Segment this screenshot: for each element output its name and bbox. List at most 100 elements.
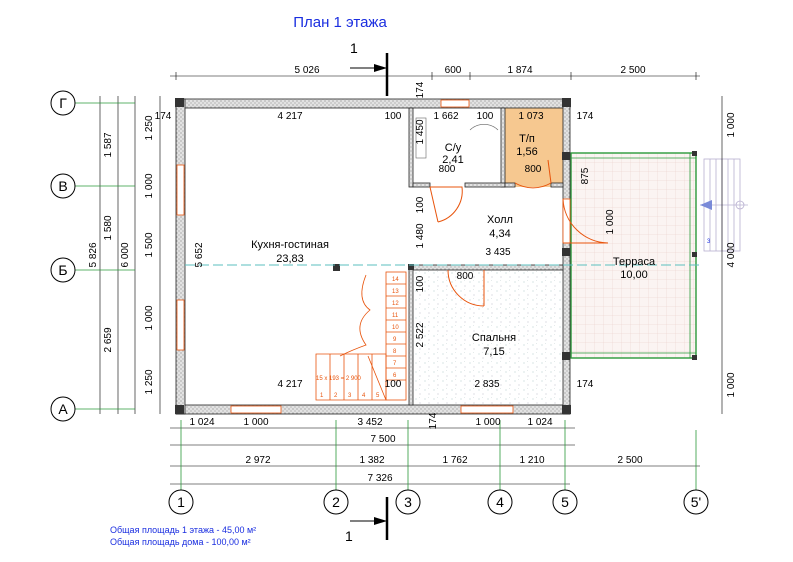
axis-ticks xyxy=(75,102,697,490)
svg-text:100: 100 xyxy=(477,111,494,122)
bottom-dimensions-row2: 2 972 1 382 1 762 1 210 2 500 7 326 xyxy=(245,455,642,484)
room-bedroom-name: Спальня xyxy=(472,332,516,344)
right-dimensions: 1 000 4 000 1 000 xyxy=(726,112,737,397)
axis-label-5prime: 5' xyxy=(691,494,701,510)
svg-text:100: 100 xyxy=(415,196,426,213)
svg-text:800: 800 xyxy=(439,164,456,175)
axis-label-4: 4 xyxy=(496,494,504,510)
svg-text:875: 875 xyxy=(580,167,591,184)
svg-text:3 435: 3 435 xyxy=(485,247,510,258)
svg-text:1 024: 1 024 xyxy=(189,417,214,428)
room-terrace-name: Терраса xyxy=(613,256,656,268)
svg-text:1: 1 xyxy=(345,528,353,544)
svg-text:100: 100 xyxy=(415,275,426,292)
svg-text:4 000: 4 000 xyxy=(726,242,737,267)
bottom-dimensions-row1: 1 024 1 000 3 452 1 000 1 024 7 500 xyxy=(189,417,552,445)
svg-text:1 000: 1 000 xyxy=(605,209,616,234)
svg-text:1 250: 1 250 xyxy=(144,369,155,394)
svg-text:2 835: 2 835 xyxy=(474,379,499,390)
svg-text:1 762: 1 762 xyxy=(442,455,467,466)
room-kitchen-name: Кухня-гостиная xyxy=(251,239,329,251)
axis-label-2: 2 xyxy=(332,494,340,510)
svg-text:4: 4 xyxy=(362,393,366,399)
room-bedroom-area: 7,15 xyxy=(483,346,504,358)
svg-text:1 024: 1 024 xyxy=(527,417,552,428)
svg-text:11: 11 xyxy=(392,313,399,319)
walls xyxy=(175,98,571,415)
svg-text:100: 100 xyxy=(385,111,402,122)
svg-text:5 652: 5 652 xyxy=(194,242,205,267)
room-terrace-area: 10,00 xyxy=(620,269,648,281)
svg-text:800: 800 xyxy=(457,271,474,282)
svg-text:1: 1 xyxy=(350,40,358,56)
corner-posts xyxy=(175,98,571,414)
doors xyxy=(429,159,609,307)
staircase xyxy=(315,271,407,401)
svg-text:174: 174 xyxy=(577,379,594,390)
svg-text:800: 800 xyxy=(525,164,542,175)
dim-174-bottom: 174 xyxy=(428,412,439,429)
svg-text:9: 9 xyxy=(393,337,397,343)
axis-markers-y: Г В Б А xyxy=(50,90,76,422)
stair-dimension: 15 x 193 = 2 900 xyxy=(316,376,362,382)
room-kitchen-area: 23,83 xyxy=(276,253,304,265)
inner-dimensions: 5 652 174 1 450 800 800 800 100 1 480 3 … xyxy=(194,81,616,347)
svg-text:2 659: 2 659 xyxy=(103,327,114,352)
svg-text:7 500: 7 500 xyxy=(370,434,395,445)
svg-text:1 073: 1 073 xyxy=(518,111,543,122)
svg-text:600: 600 xyxy=(445,65,462,76)
bedroom-floor xyxy=(413,270,563,405)
svg-text:1 480: 1 480 xyxy=(415,223,426,248)
svg-text:14: 14 xyxy=(392,277,399,283)
svg-text:4 217: 4 217 xyxy=(277,379,302,390)
svg-text:7: 7 xyxy=(393,361,397,367)
note-floor-area: Общая площадь 1 этажа - 45,00 м² xyxy=(110,525,256,535)
svg-text:1 000: 1 000 xyxy=(144,305,155,330)
axis-label-v: В xyxy=(58,178,67,194)
svg-text:1 210: 1 210 xyxy=(519,455,544,466)
section-mark-bottom: 1 xyxy=(345,497,389,544)
inner-top-dimensions: 174 4 217 100 1 662 100 1 073 174 xyxy=(155,111,594,122)
top-dimensions: 5 026 600 1 874 2 500 xyxy=(294,65,645,76)
bath-fixtures xyxy=(415,117,499,159)
svg-text:3: 3 xyxy=(707,239,711,245)
svg-text:1 000: 1 000 xyxy=(243,417,268,428)
svg-text:5 826: 5 826 xyxy=(88,242,99,267)
svg-text:6: 6 xyxy=(393,373,397,379)
svg-text:3 452: 3 452 xyxy=(357,417,382,428)
stair-step-numbers: 14 13 12 11 10 9 8 7 6 5 4 3 2 1 xyxy=(320,277,399,399)
svg-text:13: 13 xyxy=(392,289,399,295)
axis-label-g: Г xyxy=(59,95,67,111)
axis-label-a: А xyxy=(58,401,68,417)
room-tech-area: 1,56 xyxy=(516,146,537,158)
svg-text:8: 8 xyxy=(393,349,397,355)
axis-label-b: Б xyxy=(58,262,67,278)
svg-text:10: 10 xyxy=(392,325,399,331)
svg-text:1 000: 1 000 xyxy=(726,372,737,397)
room-labels: Кухня-гостиная 23,83 С/у 2,41 Т/п 1,56 Х… xyxy=(251,133,656,358)
note-house-area: Общая площадь дома - 100,00 м² xyxy=(110,537,251,547)
svg-text:5 026: 5 026 xyxy=(294,65,319,76)
windows xyxy=(176,99,571,414)
room-hall-name: Холл xyxy=(487,214,513,226)
left-dimensions: 1 587 1 580 2 659 1 250 1 000 1 500 1 00… xyxy=(88,115,155,394)
svg-text:2 522: 2 522 xyxy=(415,322,426,347)
svg-text:1 250: 1 250 xyxy=(144,115,155,140)
axis-label-1: 1 xyxy=(177,494,185,510)
room-hall-area: 4,34 xyxy=(489,228,510,240)
axis-label-3: 3 xyxy=(404,494,412,510)
svg-text:100: 100 xyxy=(385,379,402,390)
room-bath-name: С/у xyxy=(445,142,462,154)
svg-text:1 382: 1 382 xyxy=(359,455,384,466)
inner-bottom-dimensions: 4 217 100 2 835 174 xyxy=(277,379,593,390)
room-bath-area: 2,41 xyxy=(442,154,463,166)
svg-text:174: 174 xyxy=(415,81,426,98)
svg-text:2 500: 2 500 xyxy=(617,455,642,466)
plan-title: План 1 этажа xyxy=(293,14,387,31)
svg-text:2: 2 xyxy=(334,393,338,399)
svg-text:1 662: 1 662 xyxy=(433,111,458,122)
svg-text:174: 174 xyxy=(577,111,594,122)
svg-text:1: 1 xyxy=(320,393,324,399)
dimension-lines xyxy=(99,72,723,485)
